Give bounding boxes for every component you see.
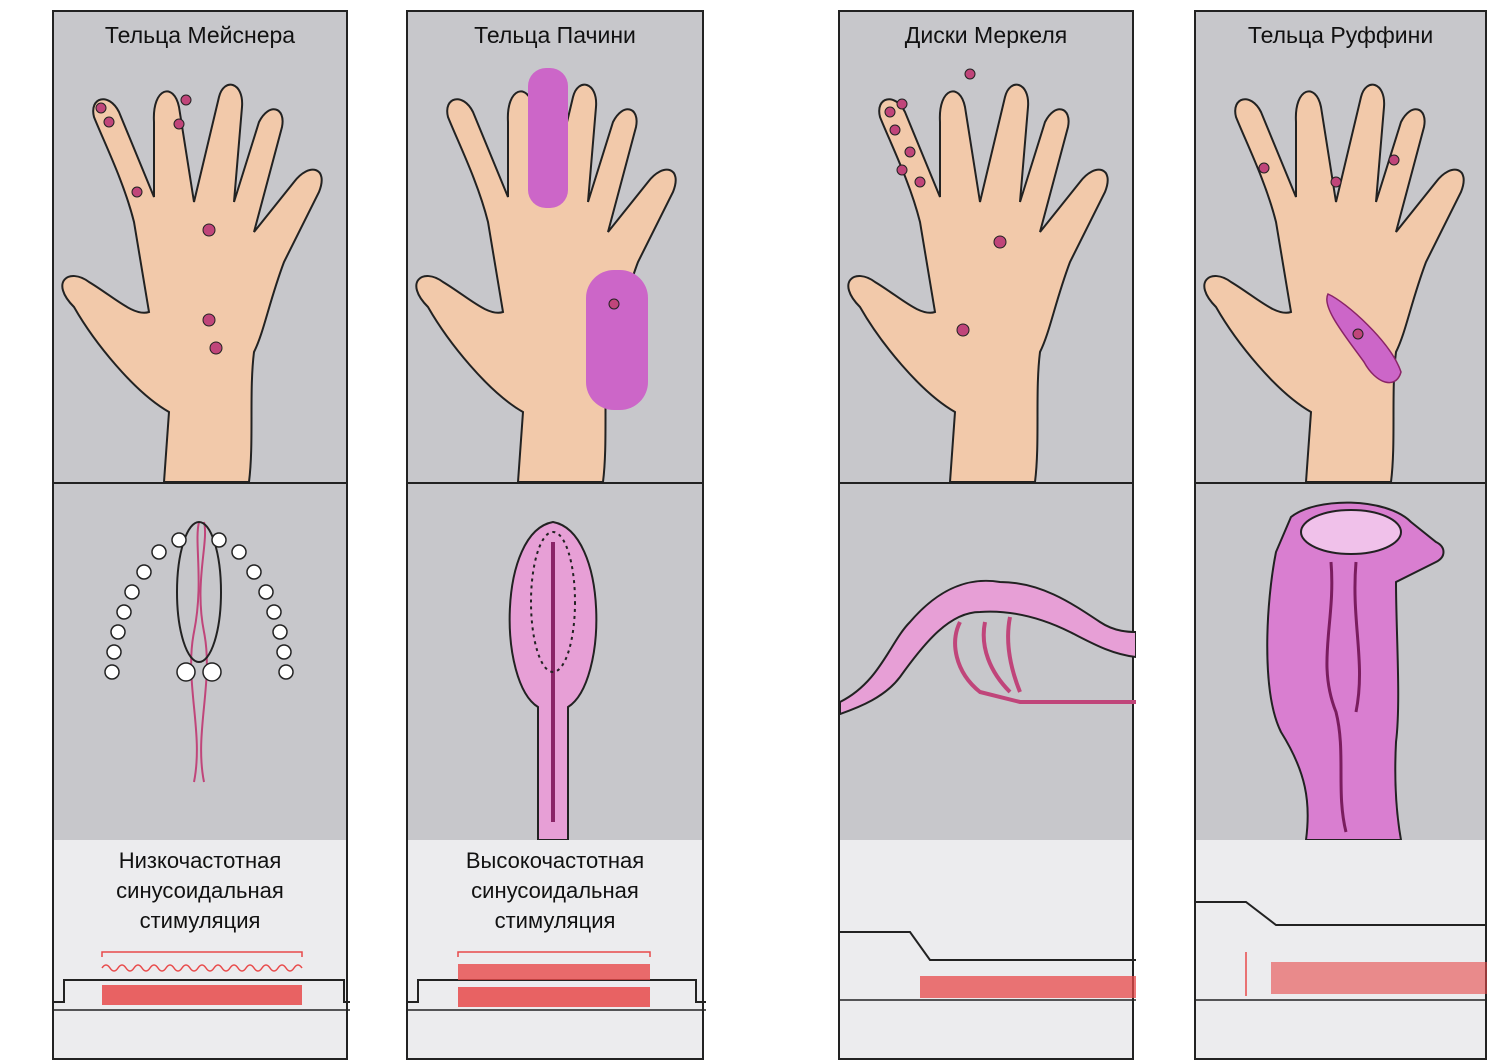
receptor-dot bbox=[203, 314, 215, 326]
receptor-dot bbox=[957, 324, 969, 336]
receptor-dot bbox=[210, 342, 222, 354]
receptor-dot bbox=[885, 107, 895, 117]
receptor-dot bbox=[181, 95, 191, 105]
hand-diagram-merkel: Диски Меркеля bbox=[840, 12, 1132, 484]
receptor-dot bbox=[905, 147, 915, 157]
panel-pacini: Тельца Пачини Высокочастотная синусоидал… bbox=[406, 10, 704, 1060]
hand-diagram-pacini: Тельца Пачини bbox=[408, 12, 702, 484]
stimulation-trace-ruffini bbox=[1196, 840, 1485, 1058]
receptor-microstructure-merkel bbox=[840, 482, 1132, 842]
receptor-dot bbox=[96, 103, 106, 113]
receptor-dot bbox=[897, 99, 907, 109]
hand-illustration bbox=[1196, 12, 1487, 482]
hand-illustration bbox=[408, 12, 706, 482]
receptor-dot bbox=[965, 69, 975, 79]
receptor-microstructure-meissner bbox=[54, 482, 346, 842]
panel-merkel: Диски Меркеля bbox=[838, 10, 1134, 1060]
stimulation-trace-pacini: Высокочастотная синусоидальная стимуляци… bbox=[408, 840, 702, 1058]
receptor-dot bbox=[897, 165, 907, 175]
stimulation-trace-meissner: Низкочастотная синусоидальная стимуляция bbox=[54, 840, 346, 1058]
panel-ruffini: Тельца Руффини bbox=[1194, 10, 1487, 1060]
receptive-field bbox=[528, 68, 568, 208]
receptor-dot bbox=[1353, 329, 1363, 339]
receptor-microstructure-pacini bbox=[408, 482, 702, 842]
hand-diagram-meissner: Тельца Мейснера bbox=[54, 12, 346, 484]
receptor-dot bbox=[174, 119, 184, 129]
hand-diagram-ruffini: Тельца Руффини bbox=[1196, 12, 1485, 484]
receptor-dot bbox=[104, 117, 114, 127]
stimulation-trace-merkel bbox=[840, 840, 1132, 1058]
hand-illustration bbox=[54, 12, 350, 482]
panel-meissner: Тельца Мейснера bbox=[52, 10, 348, 1060]
receptor-dot bbox=[890, 125, 900, 135]
receptor-dot bbox=[1389, 155, 1399, 165]
receptor-dot bbox=[609, 299, 619, 309]
receptor-dot bbox=[132, 187, 142, 197]
hand-illustration bbox=[840, 12, 1136, 482]
receptor-dot bbox=[203, 224, 215, 236]
receptor-dot bbox=[915, 177, 925, 187]
receptor-microstructure-ruffini bbox=[1196, 482, 1485, 842]
receptor-dot bbox=[1331, 177, 1341, 187]
receptive-field bbox=[586, 270, 648, 410]
receptor-dot bbox=[994, 236, 1006, 248]
receptor-dot bbox=[1259, 163, 1269, 173]
